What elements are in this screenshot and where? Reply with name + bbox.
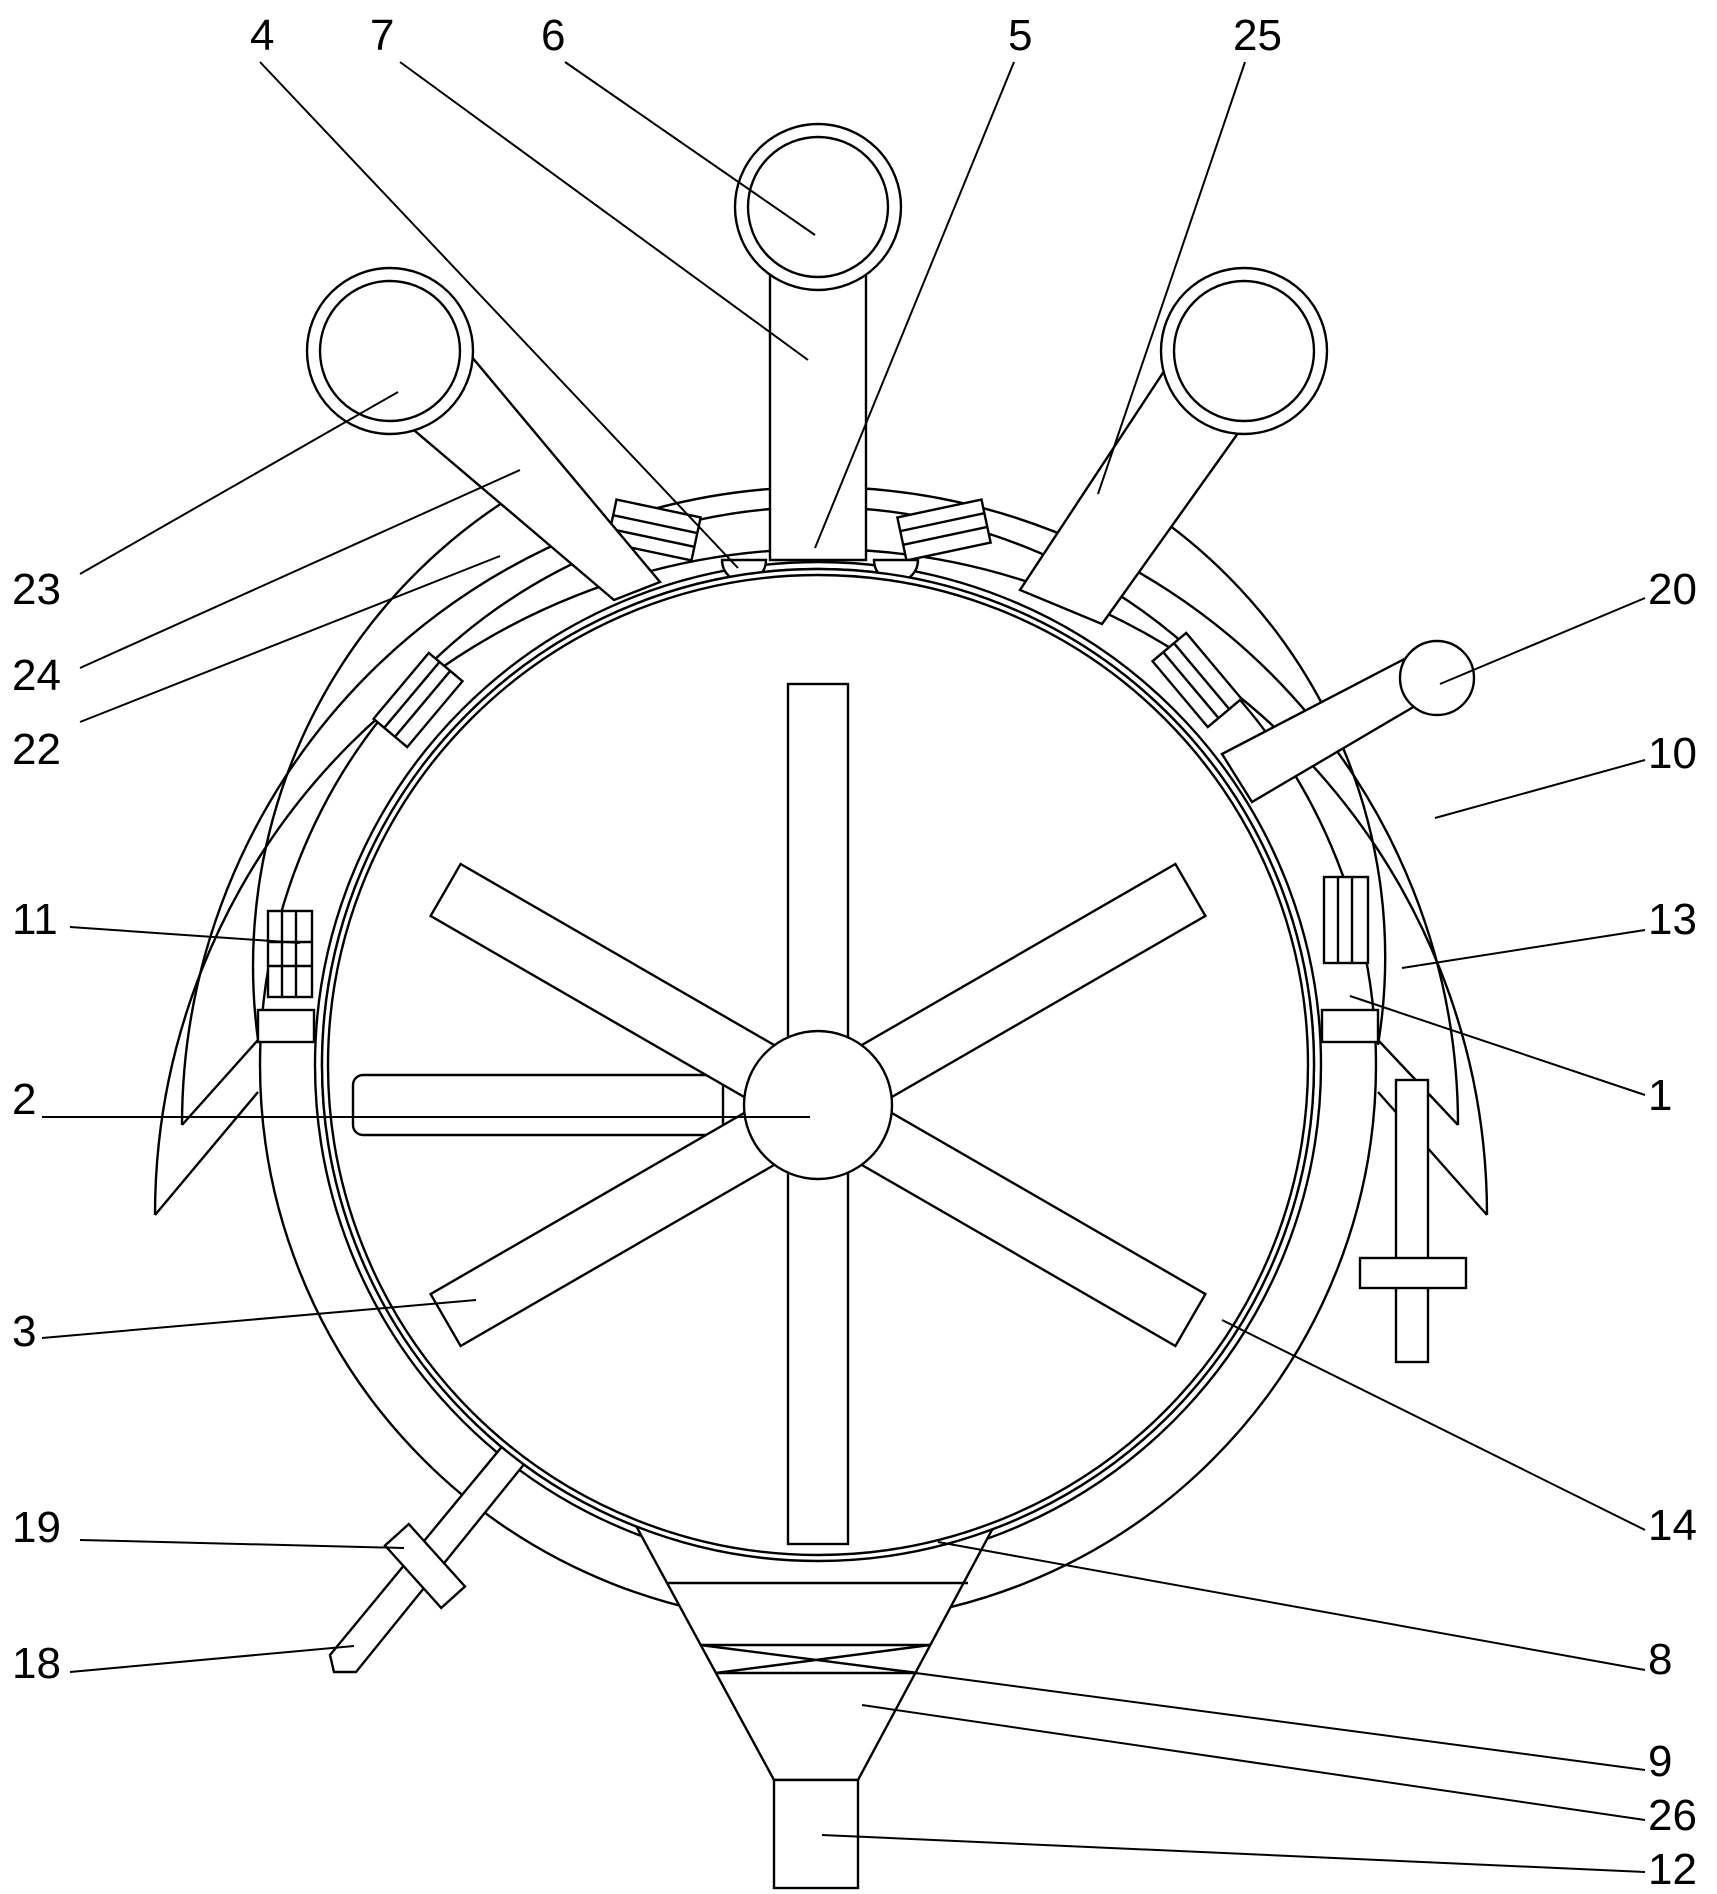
label-23: 23 [12, 565, 61, 614]
label-5: 5 [1008, 11, 1032, 60]
spring-blocks [266, 498, 1370, 999]
side-shaft [1220, 639, 1476, 804]
shaft-knob [1398, 639, 1476, 717]
label-8: 8 [1648, 1635, 1672, 1684]
feed-pipes [305, 122, 1329, 626]
label-12: 12 [1648, 1845, 1697, 1894]
right-drain [1358, 1078, 1468, 1364]
left-inlet [318, 279, 462, 423]
label-6: 6 [541, 11, 565, 60]
hub [742, 1029, 894, 1181]
label-2: 2 [12, 1075, 36, 1124]
label-10: 10 [1648, 729, 1697, 778]
label-7: 7 [370, 11, 394, 60]
spring-block-upper-right [1150, 631, 1244, 729]
stirring-blades [351, 682, 1208, 1546]
label-19: 19 [12, 1503, 61, 1552]
label-18: 18 [12, 1639, 61, 1688]
outlet [772, 1778, 860, 1890]
label-25: 25 [1233, 11, 1282, 60]
label-26: 26 [1648, 1791, 1697, 1840]
label-20: 20 [1648, 565, 1697, 614]
spring-block-upper-left [371, 651, 465, 749]
spring-block-left [266, 909, 314, 999]
spring-block-right [1322, 875, 1370, 965]
label-4: 4 [250, 11, 274, 60]
leader-lines [41, 61, 1646, 1873]
label-14: 14 [1648, 1501, 1697, 1550]
right-inlet [1172, 279, 1316, 423]
hopper [619, 1498, 1011, 1890]
label-3: 3 [12, 1307, 36, 1356]
spring-block-top-right [895, 498, 993, 562]
label-9: 9 [1648, 1737, 1672, 1786]
label-22: 22 [12, 725, 61, 774]
label-1: 1 [1648, 1071, 1672, 1120]
top-inlet [746, 135, 890, 279]
label-13: 13 [1648, 895, 1697, 944]
reference-labels: 4 7 6 5 25 23 24 22 20 10 11 13 1 2 3 14… [12, 11, 1697, 1894]
label-24: 24 [12, 651, 61, 700]
label-11: 11 [12, 895, 58, 944]
